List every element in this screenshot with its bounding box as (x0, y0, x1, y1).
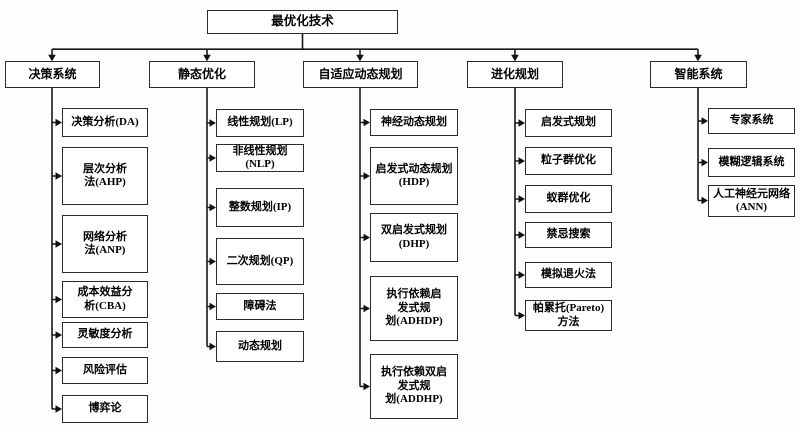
node-label: 成本效益分 析(CBA) (77, 286, 133, 312)
node-label: 障碍法 (243, 299, 277, 312)
node-decision-analysis-da: 决策分析(DA) (62, 108, 148, 137)
node-fuzzy-logic-system: 模糊逻辑系统 (708, 148, 795, 177)
header-label: 决策系统 (28, 67, 77, 82)
node-label: 整数规划(IP) (228, 200, 292, 213)
node-risk-assessment: 风险评估 (62, 357, 148, 384)
node-addhp: 执行依赖双启 发式规 划(ADDHP) (370, 354, 458, 419)
column-header-decision-systems: 决策系统 (5, 61, 100, 88)
header-label: 静态优化 (177, 67, 226, 82)
node-ant-colony-optimization: 蚁群优化 (525, 185, 612, 213)
node-adhdp: 执行依赖启 发式规 划(ADHDP) (370, 276, 458, 341)
node-label: 模拟退火法 (541, 268, 596, 281)
node-barrier-method: 障碍法 (216, 293, 304, 320)
node-label: 帕累托(Pareto) 方法 (532, 302, 605, 328)
node-simulated-annealing: 模拟退火法 (525, 262, 612, 288)
node-particle-swarm-optimization: 粒子群优化 (525, 147, 612, 175)
node-label: 动态规划 (238, 339, 282, 352)
node-label: 博弈论 (88, 402, 122, 415)
node-label: 非线性规划(NLP) (232, 144, 288, 170)
node-label: 执行依赖双启 发式规 划(ADDHP) (381, 366, 447, 406)
node-label: 禁忌搜索 (546, 228, 591, 241)
node-pareto-method: 帕累托(Pareto) 方法 (525, 300, 612, 331)
node-dynamic-programming: 动态规划 (216, 331, 304, 362)
node-quadratic-programming-qp: 二次规划(QP) (216, 238, 304, 285)
node-nonlinear-programming-nlp: 非线性规划(NLP) (216, 144, 304, 172)
node-neuro-dynamic-programming: 神经动态规划 (370, 109, 458, 136)
node-label: 执行依赖启 发式规 划(ADHDP) (385, 288, 443, 328)
node-label: 风险评估 (83, 363, 127, 376)
node-label: 启发式动态规划 (HDP) (375, 162, 453, 188)
root-node-optimization-technology: 最优化技术 (207, 10, 398, 34)
node-label: 决策分析(DA) (71, 115, 139, 128)
node-dhp: 双启发式规划 (DHP) (370, 213, 458, 262)
node-label: 双启发式规划 (DHP) (381, 224, 447, 250)
node-hdp: 启发式动态规划 (HDP) (370, 147, 458, 205)
node-label: 网络分析 法(ANP) (83, 230, 127, 256)
node-label: 蚁群优化 (546, 192, 591, 205)
node-anp: 网络分析 法(ANP) (62, 215, 148, 273)
node-label: 启发式规划 (541, 116, 596, 129)
node-tabu-search: 禁忌搜索 (525, 222, 612, 248)
node-heuristic-programming: 启发式规划 (525, 109, 612, 137)
node-label: 神经动态规划 (381, 115, 447, 128)
column-header-static-optimization: 静态优化 (149, 61, 255, 88)
node-ahp: 层次分析 法(AHP) (62, 147, 148, 205)
node-integer-programming-ip: 整数规划(IP) (216, 188, 304, 227)
node-cost-benefit-analysis-cba: 成本效益分 析(CBA) (62, 281, 148, 318)
node-artificial-neural-network-ann: 人工神经元网络 (ANN) (708, 185, 795, 217)
header-label: 智能系统 (674, 67, 723, 82)
header-label: 自适应动态规划 (318, 67, 403, 82)
column-header-evolutionary-programming: 进化规划 (467, 61, 563, 88)
node-sensitivity-analysis: 灵敏度分析 (62, 322, 148, 348)
node-label: 专家系统 (729, 114, 774, 127)
node-label: 模糊逻辑系统 (718, 155, 785, 168)
node-label: 人工神经元网络 (ANN) (713, 187, 790, 213)
column-header-intelligent-systems: 智能系统 (650, 61, 747, 88)
node-expert-system: 专家系统 (708, 108, 795, 134)
node-label: 灵敏度分析 (77, 328, 133, 341)
node-game-theory: 博弈论 (62, 395, 148, 423)
node-label: 二次规划(QP) (226, 254, 294, 267)
root-label: 最优化技术 (271, 14, 334, 29)
node-linear-programming-lp: 线性规划(LP) (216, 109, 304, 137)
node-label: 线性规划(LP) (227, 116, 293, 129)
node-label: 粒子群优化 (541, 154, 596, 167)
column-header-adaptive-dynamic-programming: 自适应动态规划 (303, 61, 418, 88)
header-label: 进化规划 (490, 67, 539, 82)
node-label: 层次分析 法(AHP) (83, 162, 127, 188)
